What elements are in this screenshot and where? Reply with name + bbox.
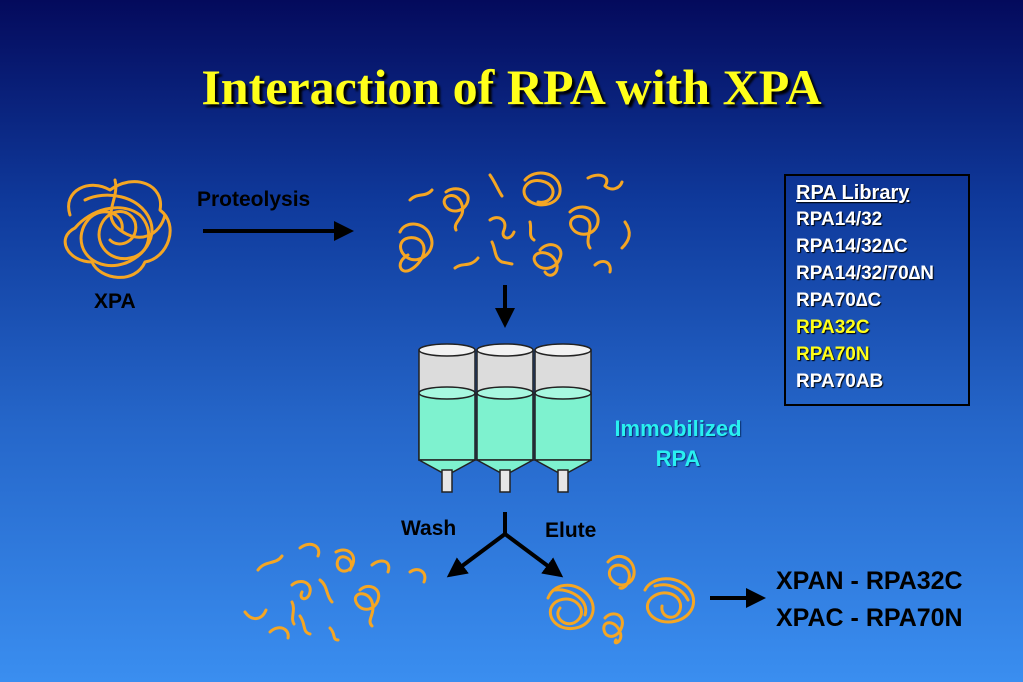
proteolysis-label: Proteolysis	[197, 188, 311, 211]
page-title: Interaction of RPA with XPA	[201, 59, 822, 115]
elute-label: Elute	[545, 519, 597, 542]
wash-label: Wash	[401, 517, 457, 540]
column-2	[476, 343, 534, 493]
xpa-label: XPA	[94, 290, 136, 313]
library-item-highlighted: RPA70N	[796, 344, 870, 365]
washed-fragments	[243, 542, 427, 642]
result-xpac-rpa70n: XPAC - RPA70N	[776, 604, 963, 632]
protein-fragments	[398, 171, 631, 277]
result-xpan-rpa32c: XPAN - RPA32C	[776, 567, 963, 595]
wash-arrow	[446, 532, 507, 578]
elute-arrow	[503, 532, 564, 578]
immobilized-line-2: RPA	[655, 446, 701, 471]
immobilized-rpa-label: Immobilized RPA	[598, 414, 758, 474]
library-item-highlighted: RPA32C	[796, 317, 870, 338]
library-item: RPA70AB	[796, 371, 884, 392]
library-item: RPA14/32/70∆N	[796, 263, 935, 284]
library-item: RPA14/32∆C	[796, 236, 908, 257]
eluted-fragments	[546, 554, 696, 645]
rpa-library-title: RPA Library	[796, 182, 910, 204]
column-1	[418, 343, 476, 493]
column-3	[534, 343, 592, 493]
rpa-library-box: RPA Library RPA14/32 RPA14/32∆C RPA14/32…	[784, 174, 970, 406]
library-item: RPA70∆C	[796, 290, 882, 311]
immobilized-line-1: Immobilized	[614, 416, 742, 441]
xpa-protein-coil	[63, 178, 172, 279]
affinity-columns	[418, 343, 592, 493]
library-item: RPA14/32	[796, 209, 883, 230]
